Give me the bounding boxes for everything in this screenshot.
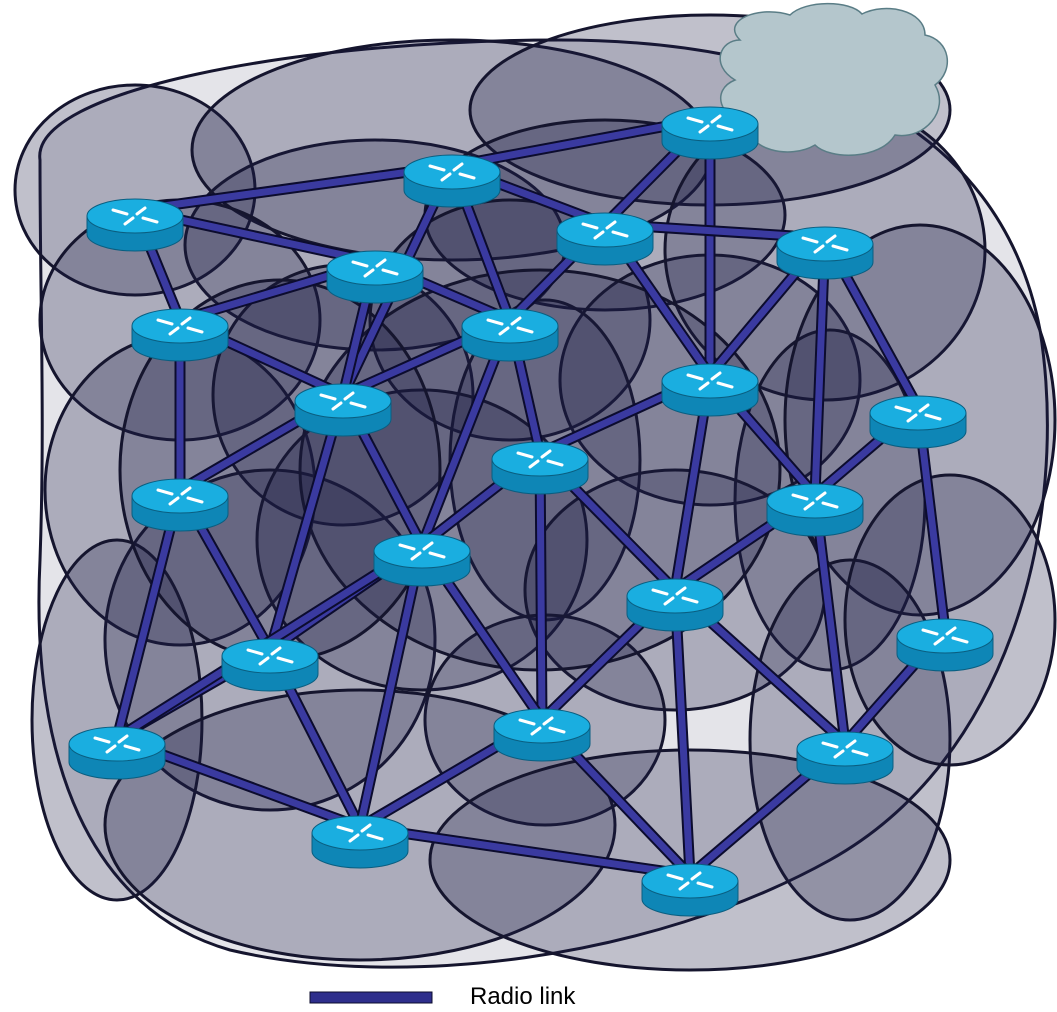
radio-link [671, 586, 694, 879]
legend [309, 991, 433, 1004]
router-icon [373, 533, 471, 587]
router-icon [491, 441, 589, 495]
router-icon [403, 154, 501, 208]
radio-link [266, 391, 347, 654]
router-icon [131, 308, 229, 362]
radio-link [811, 234, 829, 499]
router-icon [766, 483, 864, 537]
radio-link [356, 541, 426, 831]
router-icon [661, 363, 759, 417]
router-icon [221, 638, 319, 692]
radio-link [356, 823, 694, 879]
radio-link [536, 449, 546, 724]
routers [68, 106, 994, 917]
router-icon [641, 863, 739, 917]
legend-link-swatch [309, 991, 433, 1004]
router-icon [626, 578, 724, 632]
router-icon [556, 212, 654, 266]
radio-link [131, 162, 456, 214]
legend-label: Radio link [470, 983, 576, 1010]
router-icon [661, 106, 759, 160]
router-icon [869, 395, 967, 449]
router-icon [493, 708, 591, 762]
router-icon [461, 308, 559, 362]
router-icon [896, 618, 994, 672]
router-icon [311, 815, 409, 869]
router-icon [68, 726, 166, 780]
router-icon [796, 731, 894, 785]
radio-link [113, 486, 184, 742]
router-icon [326, 250, 424, 304]
router-icon [776, 226, 874, 280]
router-icon [294, 383, 392, 437]
router-icon [131, 478, 229, 532]
router-icon [86, 198, 184, 252]
